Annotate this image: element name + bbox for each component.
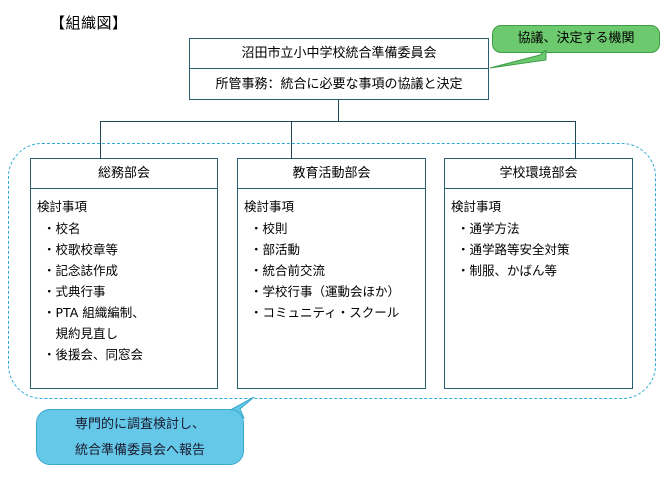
list-item: ・制服、かばん等 [457, 263, 558, 278]
list-item: ・校名 [43, 221, 81, 236]
report-callout-line-1: 専門的に調査検討し、 [74, 417, 205, 432]
connector-branch-3 [575, 121, 576, 158]
department-item-list: ・校則 ・部活動 ・統合前交流 ・学校行事（運動会ほか） ・コミュニティ・スクー… [244, 218, 425, 323]
department-name: 総務部会 [31, 159, 217, 189]
connector-trunk [338, 100, 339, 122]
list-item: 規約見直し [43, 326, 119, 341]
committee-box: 沼田市立小中学校統合準備委員会 所管事務：統合に必要な事項の協議と決定 [189, 38, 489, 100]
decision-callout-tail [489, 48, 548, 70]
department-item-list: ・校名 ・校歌校章等 ・記念誌作成 ・式典行事 ・PTA 組織編制、 規約見直し… [37, 218, 217, 365]
list-item: ・PTA 組織編制、 [43, 305, 145, 320]
department-body: 検討事項 ・通学方法 ・通学路等安全対策 ・制服、かばん等 [445, 189, 632, 281]
connector-branch-1 [100, 121, 101, 158]
list-item: ・通学路等安全対策 [457, 242, 570, 257]
committee-name: 沼田市立小中学校統合準備委員会 [190, 39, 488, 69]
list-item: ・記念誌作成 [43, 263, 119, 278]
decision-callout: 協議、決定する機関 [492, 25, 660, 53]
department-box-educational-activities: 教育活動部会 検討事項 ・校則 ・部活動 ・統合前交流 ・学校行事（運動会ほか）… [237, 158, 426, 389]
list-item: ・統合前交流 [250, 263, 326, 278]
report-callout-line-2: 統合準備委員会へ報告 [74, 443, 205, 458]
department-body: 検討事項 ・校則 ・部活動 ・統合前交流 ・学校行事（運動会ほか） ・コミュニテ… [238, 189, 425, 323]
department-box-school-environment: 学校環境部会 検討事項 ・通学方法 ・通学路等安全対策 ・制服、かばん等 [444, 158, 633, 389]
department-name: 教育活動部会 [238, 159, 425, 189]
department-name: 学校環境部会 [445, 159, 632, 189]
connector-branch-2 [291, 121, 292, 158]
list-item: ・式典行事 [43, 284, 106, 299]
list-item: ・コミュニティ・スクール [250, 305, 400, 320]
list-item: ・部活動 [250, 242, 301, 257]
section-label: 検討事項 [451, 199, 502, 214]
page-title: 【組織図】 [50, 14, 128, 32]
list-item: ・校則 [250, 221, 288, 236]
connector-crossbar [100, 121, 576, 122]
department-body: 検討事項 ・校名 ・校歌校章等 ・記念誌作成 ・式典行事 ・PTA 組織編制、 … [31, 189, 217, 365]
list-item: ・後援会、同窓会 [43, 347, 144, 362]
list-item: ・学校行事（運動会ほか） [250, 284, 401, 299]
section-label: 検討事項 [244, 199, 295, 214]
subcommittee-group-outline [8, 143, 656, 399]
report-callout: 専門的に調査検討し、 統合準備委員会へ報告 [36, 409, 244, 465]
list-item: ・校歌校章等 [43, 242, 119, 257]
committee-duties: 所管事務：統合に必要な事項の協議と決定 [215, 77, 463, 92]
department-item-list: ・通学方法 ・通学路等安全対策 ・制服、かばん等 [451, 218, 632, 281]
section-label: 検討事項 [37, 199, 88, 214]
department-box-general-affairs: 総務部会 検討事項 ・校名 ・校歌校章等 ・記念誌作成 ・式典行事 ・PTA 組… [30, 158, 218, 389]
list-item: ・通学方法 [457, 221, 520, 236]
